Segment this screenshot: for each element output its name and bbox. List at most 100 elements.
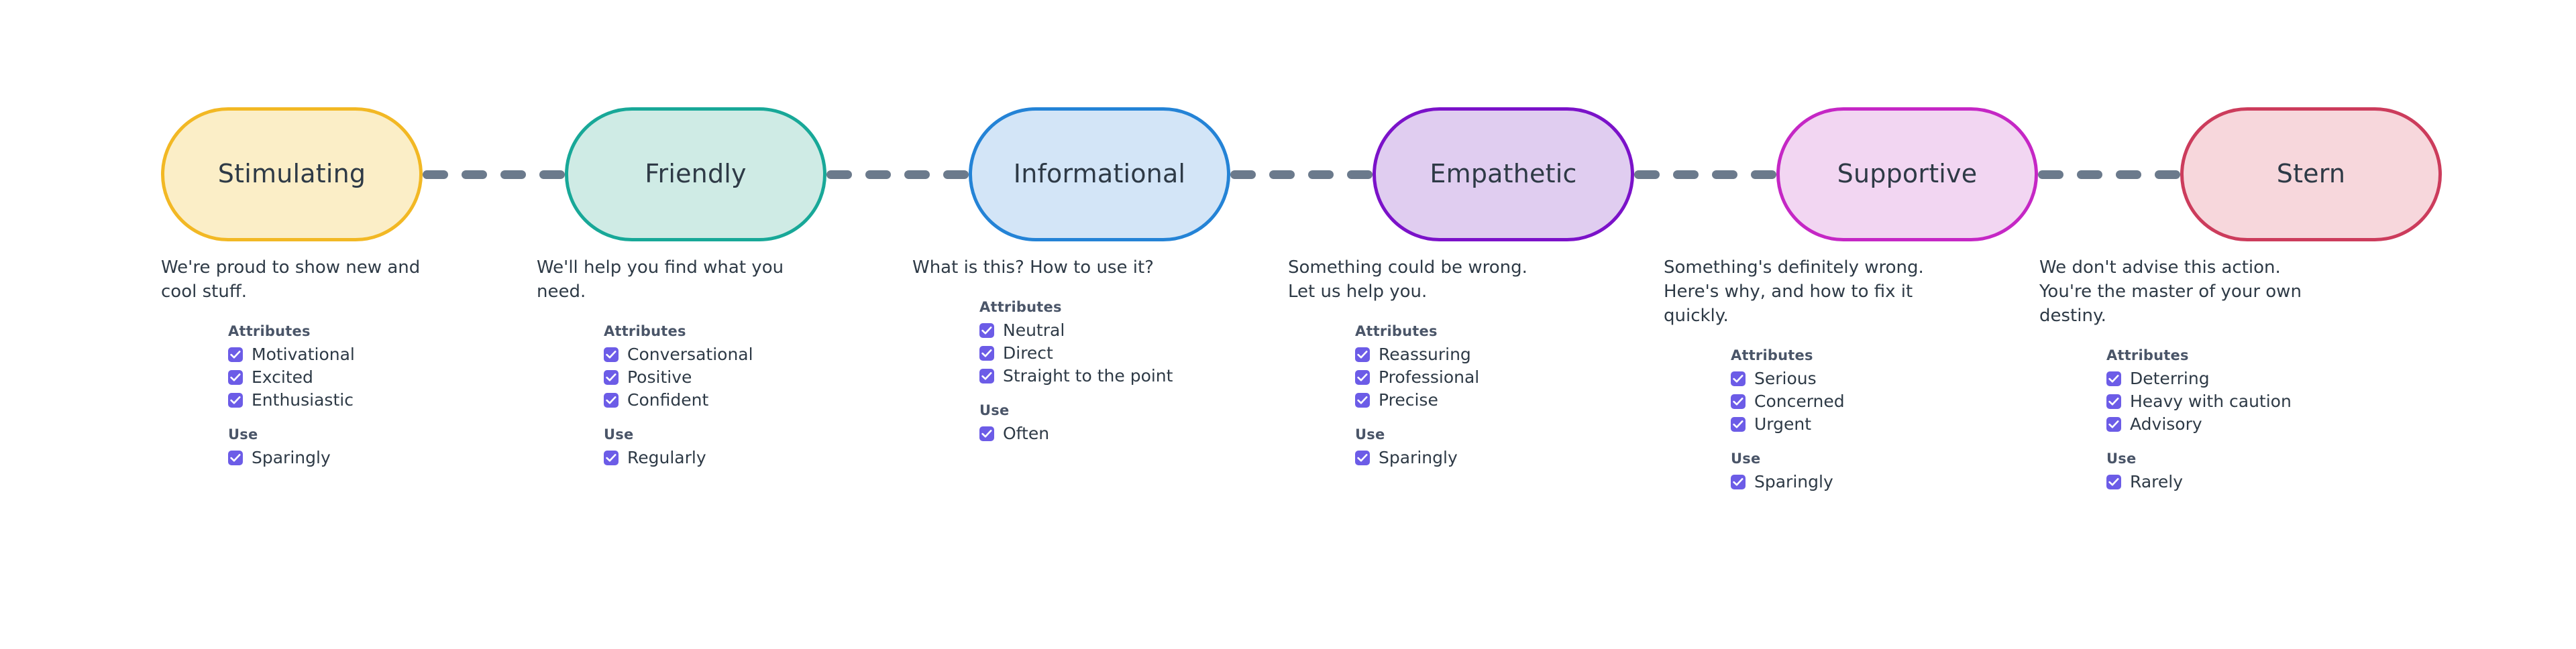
checkbox-checked-icon[interactable] [604,450,619,465]
attribute-item[interactable]: Deterring [2106,367,2415,390]
tone-column-stimulating: We're proud to show new and cool stuff. A… [161,256,537,493]
connector-dash [1230,170,1256,179]
attribute-item[interactable]: Enthusiastic [228,389,537,412]
checkbox-checked-icon[interactable] [979,322,994,338]
tone-description: We're proud to show new and cool stuff. [161,257,421,302]
attribute-item[interactable]: Positive [604,366,912,389]
attributes-group-label: Attributes [228,322,311,339]
attribute-item[interactable]: Advisory [2106,413,2415,436]
tone-pill-label: Supportive [1837,159,1978,189]
connector-dash [904,170,930,179]
attribute-item[interactable]: Excited [228,366,537,389]
checkbox-checked-icon[interactable] [979,345,994,361]
checkbox-checked-icon[interactable] [1731,394,1746,409]
checkbox-checked-icon[interactable] [228,369,243,385]
tone-pill-empathetic[interactable]: Empathetic [1373,107,1634,241]
use-group-label: Use [604,426,634,442]
attribute-item-label: Conversational [627,345,753,365]
tone-column-stern: We don't advise this action. You're the … [2039,256,2415,493]
use-item-label: Sparingly [1379,448,1458,468]
attribute-item-label: Urgent [1754,414,1812,434]
tone-pill-stern[interactable]: Stern [2180,107,2442,241]
checkbox-checked-icon[interactable] [1731,416,1746,432]
use-item[interactable]: Sparingly [1731,471,2039,493]
tone-pill-row: Stimulating Friendly Informational Empathet… [161,106,2442,243]
checkbox-checked-icon[interactable] [228,450,243,465]
tone-pill-label: Stimulating [217,159,366,189]
checkbox-checked-icon[interactable] [1355,450,1370,465]
attribute-item[interactable]: Heavy with caution [2106,390,2415,413]
attribute-item-label: Deterring [2130,369,2210,389]
attribute-item[interactable]: Serious [1731,367,2039,390]
checkbox-checked-icon[interactable] [1355,347,1370,362]
attribute-item[interactable]: Urgent [1731,413,2039,436]
attribute-item-label: Direct [1003,343,1053,363]
checkbox-checked-icon[interactable] [2106,394,2121,409]
tone-pill-informational[interactable]: Informational [969,107,1230,241]
attribute-item-label: Enthusiastic [252,390,354,410]
connector-dash [1673,170,1699,179]
checkbox-checked-icon[interactable] [979,426,994,441]
checkbox-checked-icon[interactable] [228,392,243,408]
attributes-group-label: Attributes [1355,322,1438,339]
attribute-item[interactable]: Precise [1355,389,1664,412]
attribute-item[interactable]: Concerned [1731,390,2039,413]
checkbox-checked-icon[interactable] [2106,474,2121,489]
tone-pill-label: Empathetic [1430,159,1577,189]
tone-detail-columns: We're proud to show new and cool stuff. A… [161,256,2415,493]
tone-description: Something could be wrong. Let us help yo… [1288,257,1527,302]
tone-description: What is this? How to use it? [912,257,1154,278]
connector-dash [500,170,526,179]
tone-pill-friendly[interactable]: Friendly [565,107,826,241]
checkbox-checked-icon[interactable] [604,369,619,385]
attributes-group-label: Attributes [604,322,686,339]
attribute-item[interactable]: Professional [1355,366,1664,389]
checkbox-checked-icon[interactable] [604,347,619,362]
connector-dash [2155,170,2180,179]
tone-pill-supportive[interactable]: Supportive [1776,107,2038,241]
checkbox-checked-icon[interactable] [1731,371,1746,386]
use-item-label: Sparingly [1754,472,1833,492]
attribute-item-label: Confident [627,390,709,410]
dashed-connector [1634,170,1776,179]
checkbox-checked-icon[interactable] [1355,392,1370,408]
checkbox-checked-icon[interactable] [2106,371,2121,386]
attribute-item[interactable]: Motivational [228,343,537,366]
attribute-item[interactable]: Confident [604,389,912,412]
connector-dash [1712,170,1737,179]
checkbox-checked-icon[interactable] [979,368,994,384]
connector-dash [1308,170,1334,179]
tone-column-friendly: We'll help you find what you need.Attrib… [537,256,912,493]
checkbox-checked-icon[interactable] [228,347,243,362]
checkbox-checked-icon[interactable] [2106,416,2121,432]
use-item[interactable]: Regularly [604,447,912,469]
use-item[interactable]: Rarely [2106,471,2415,493]
use-item[interactable]: Often [979,422,1288,445]
checkbox-checked-icon[interactable] [1355,369,1370,385]
attribute-item-label: Neutral [1003,320,1065,341]
attribute-item[interactable]: Neutral [979,319,1288,342]
attribute-item[interactable]: Direct [979,342,1288,365]
connector-dash [1634,170,1660,179]
checkbox-checked-icon[interactable] [1731,474,1746,489]
use-item[interactable]: Sparingly [228,447,537,469]
use-item-label: Often [1003,424,1050,444]
attribute-item-label: Positive [627,367,692,388]
use-item[interactable]: Sparingly [1355,447,1664,469]
dashed-connector [1230,170,1373,179]
dashed-connector [423,170,565,179]
connector-dash [1751,170,1776,179]
tone-pill-stimulating[interactable]: Stimulating [161,107,423,241]
attribute-item[interactable]: Reassuring [1355,343,1664,366]
checkbox-checked-icon[interactable] [604,392,619,408]
tone-pill-label: Informational [1013,159,1186,189]
attribute-item[interactable]: Straight to the point [979,365,1288,388]
tone-pill-label: Friendly [645,159,747,189]
attribute-item[interactable]: Conversational [604,343,912,366]
